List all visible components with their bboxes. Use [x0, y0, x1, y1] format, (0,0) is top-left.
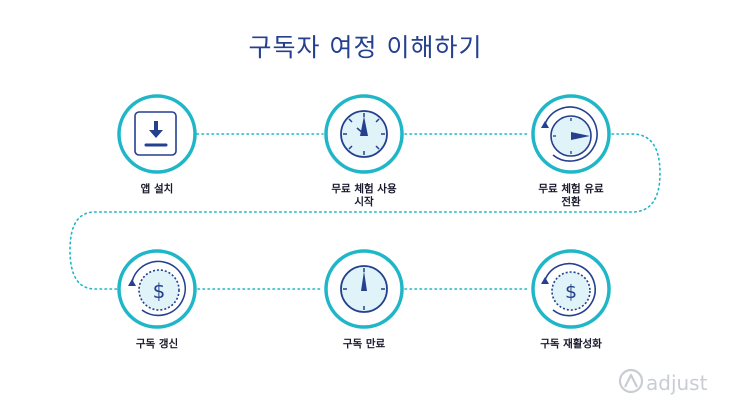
stopwatch-rotate-icon — [541, 106, 598, 162]
adjust-logo-icon — [618, 368, 644, 394]
connector-3-4 — [69, 133, 661, 290]
step-renew: $ — [117, 249, 197, 329]
page-title: 구독자 여정 이해하기 — [248, 33, 483, 62]
step-label-expire: 구독 만료 — [342, 338, 386, 350]
step-label-trial-convert: 무료 체험 유료 전환 — [501, 183, 641, 209]
step-label-app-install: 앱 설치 — [140, 183, 174, 195]
step-trial-convert — [531, 94, 611, 174]
step-reactivate: $ — [531, 249, 611, 329]
svg-text:$: $ — [153, 279, 166, 303]
step-app-install — [117, 94, 197, 174]
step-label-trial-convert-text: 무료 체험 유료 전환 — [538, 183, 604, 208]
step-label-reactivate: 구독 재활성화 — [540, 338, 602, 350]
stopwatch-start-icon — [340, 110, 388, 158]
stopwatch-expire-icon — [340, 265, 388, 313]
step-label-renew: 구독 갱신 — [135, 338, 179, 350]
dollar-renew-icon: $ — [128, 260, 187, 317]
step-label-trial-start: 무료 체험 사용 시작 — [294, 183, 434, 209]
svg-text:$: $ — [565, 281, 577, 303]
step-label-trial-start-text: 무료 체험 사용 시작 — [331, 183, 397, 208]
dollar-reactivate-icon: $ — [541, 262, 596, 317]
step-trial-start — [324, 94, 404, 174]
download-icon — [134, 111, 177, 156]
step-expire — [324, 249, 404, 329]
adjust-logo-text: adjust — [646, 371, 708, 395]
